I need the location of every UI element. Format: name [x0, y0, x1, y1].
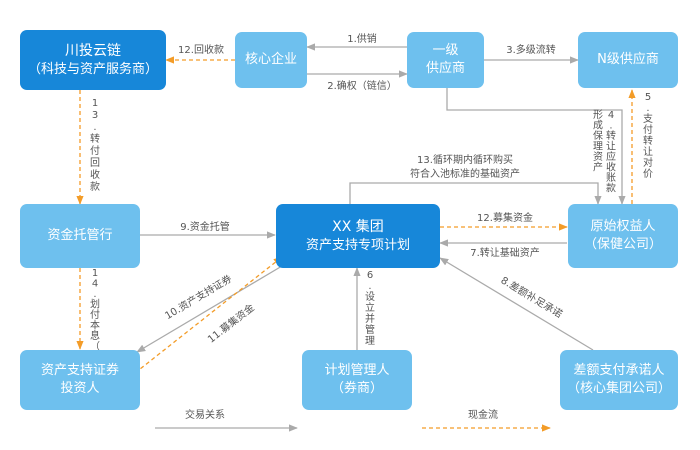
node-special-plan: XX 集团 资产支持专项计划 [276, 204, 440, 268]
node-core-enterprise: 核心企业 [235, 32, 307, 88]
legend-cash-label: 现金流 [468, 408, 498, 421]
edge-10-line [136, 265, 283, 353]
node-investor: 资产支持证券 投资人 [20, 350, 140, 410]
edge-5-label: 5.支付转让对价 [643, 92, 653, 180]
node-custody-line1: 资金托管行 [47, 228, 113, 244]
node-investor-line1: 资产支持证券 [40, 363, 119, 379]
edge-12b-label: 12.回收款 [178, 43, 224, 56]
node-originator-line1: 原始权益人 [590, 219, 656, 235]
node-plan-line2: 资产支持专项计划 [305, 237, 410, 253]
node-plan-line1: XX 集团 [332, 218, 384, 235]
node-guarantor: 差额支付承诺人 （核心集团公司） [560, 350, 678, 410]
node-originator: 原始权益人 （保健公司） [568, 204, 678, 268]
node-guarantor-line1: 差额支付承诺人 [573, 363, 665, 379]
node-manager-line2: （券商） [330, 381, 383, 396]
edge-4-label: 4.转让应收账款形成保理资产 [593, 109, 616, 195]
node-nth-supplier: N级供应商 [578, 32, 678, 88]
edge-6-label: 6.设立并管理 [365, 270, 375, 347]
edge-12-label: 12.募集资金 [477, 211, 533, 224]
edge-13b-label-line2: 符合入池标准的基础资产 [410, 167, 520, 180]
node-tier1-line1: 一级 [432, 43, 459, 59]
legend-trade-label: 交易关系 [185, 408, 225, 421]
node-tier1-line2: 供应商 [425, 61, 465, 76]
node-investor-line2: 投资人 [60, 381, 100, 396]
node-chuantou-line1: 川投云链 [65, 42, 121, 59]
edge-13b-label-line1: 13.循环期内循环购买 [417, 153, 513, 166]
node-core-line1: 核心企业 [244, 52, 297, 68]
edge-13b-line [349, 182, 602, 205]
edge-1-label: 1.供销 [347, 32, 377, 45]
edge-7-label: 7.转让基础资产 [470, 246, 540, 259]
node-manager-line1: 计划管理人 [324, 363, 390, 379]
edge-9-label: 9.资金托管 [180, 220, 230, 233]
node-plan-manager: 计划管理人 （券商） [302, 350, 412, 410]
node-chuantou-line2: （科技与资产服务商） [27, 61, 158, 77]
edge-4-line [446, 88, 626, 205]
node-nth-line1: N级供应商 [597, 52, 659, 68]
edge-8-line [439, 257, 594, 351]
node-originator-line2: （保健公司） [583, 237, 662, 252]
node-custody-bank: 资金托管行 [20, 204, 140, 268]
edge-10-label: 10.资产支持证券 [162, 272, 234, 322]
node-chuantou: 川投云链 （科技与资产服务商） [20, 30, 166, 90]
node-tier1-supplier: 一级 供应商 [407, 32, 484, 88]
edge-2-label: 2.确权（链信） [327, 79, 397, 92]
node-guarantor-line2: （核心集团公司） [566, 381, 671, 396]
edge-3-label: 3.多级流转 [506, 43, 556, 56]
edge-11-line [134, 256, 283, 374]
